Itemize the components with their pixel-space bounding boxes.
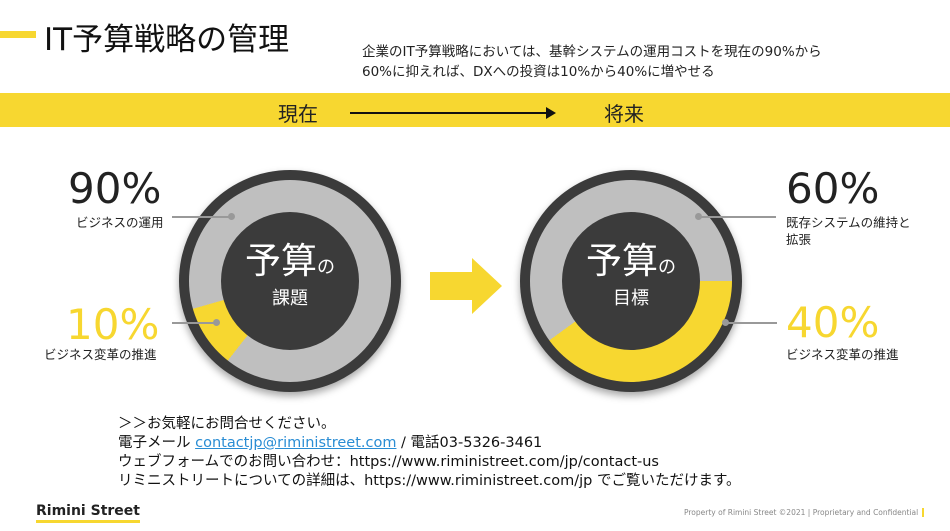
- donut-center: 予算の 課題: [221, 212, 359, 350]
- page-title: IT予算戦略の管理: [44, 22, 290, 58]
- timeline-future-label: 将来: [604, 102, 644, 126]
- current-operations-percent: 90%: [68, 164, 162, 213]
- current-transformation-label: ビジネス変革の推進: [44, 347, 157, 362]
- email-label: 電子メール: [118, 435, 196, 451]
- current-operations-label: ビジネスの運用: [76, 215, 164, 230]
- leader-dot: [722, 319, 729, 326]
- current-budget-donut: 予算の 課題: [179, 170, 401, 392]
- contact-intro: ＞＞お気軽にお問合せください。: [118, 416, 336, 432]
- subtitle-line: 60%に抑えれば、DXへの投資は10%から40%に増やせる: [362, 64, 715, 80]
- leader-line: [700, 216, 776, 218]
- contact-webform-line: ウェブフォームでのお問い合わせ：https://www.riministreet…: [118, 454, 659, 470]
- contact-info: ＞＞お気軽にお問合せください。 電子メール contactjp@riminist…: [118, 415, 741, 491]
- leader-dot: [695, 213, 702, 220]
- center-subtitle: 課題: [272, 288, 308, 309]
- future-maintenance-percent: 60%: [786, 164, 880, 213]
- center-subtitle: 目標: [613, 288, 649, 309]
- center-particle: の: [658, 257, 676, 278]
- timeline-current-label: 現在: [278, 102, 318, 126]
- label-line: 既存システムの維持と: [786, 215, 911, 230]
- arrow-right-icon: [430, 258, 502, 314]
- center-particle: の: [317, 257, 335, 278]
- phone-text: / 電話03-5326-3461: [396, 435, 543, 451]
- arrow-right-icon: [546, 107, 556, 119]
- timeline-arrow-line: [350, 112, 550, 114]
- title-accent-bar: [0, 31, 36, 38]
- leader-dot: [213, 319, 220, 326]
- future-transformation-percent: 40%: [786, 298, 880, 347]
- subtitle-line: 企業のIT予算戦略においては、基幹システムの運用コストを現在の90%から: [362, 44, 822, 60]
- contact-website-line: リミニストリートについての詳細は、https://www.riministree…: [118, 473, 741, 489]
- future-maintenance-label: 既存システムの維持と 拡張: [786, 214, 911, 248]
- leader-dot: [228, 213, 235, 220]
- footer-legal: Property of Rimini Street ©2021 | Propri…: [684, 508, 925, 517]
- contact-email-line: 電子メール contactjp@riministreet.com / 電話03-…: [118, 434, 741, 453]
- future-transformation-label: ビジネス変革の推進: [786, 347, 899, 362]
- current-transformation-percent: 10%: [66, 300, 160, 349]
- email-link[interactable]: contactjp@riministreet.com: [195, 435, 397, 451]
- leader-line: [172, 216, 230, 218]
- leader-line: [727, 322, 777, 324]
- center-title: 予算: [585, 241, 658, 282]
- page-subtitle: 企業のIT予算戦略においては、基幹システムの運用コストを現在の90%から 60%…: [362, 42, 822, 82]
- label-line: 拡張: [786, 232, 812, 247]
- donut-center: 予算の 目標: [562, 212, 700, 350]
- center-title: 予算: [244, 241, 317, 282]
- future-budget-donut: 予算の 目標: [520, 170, 742, 392]
- leader-line: [172, 322, 216, 324]
- rimini-street-logo: Rimini Street: [36, 503, 140, 523]
- timeline-band: [0, 93, 950, 127]
